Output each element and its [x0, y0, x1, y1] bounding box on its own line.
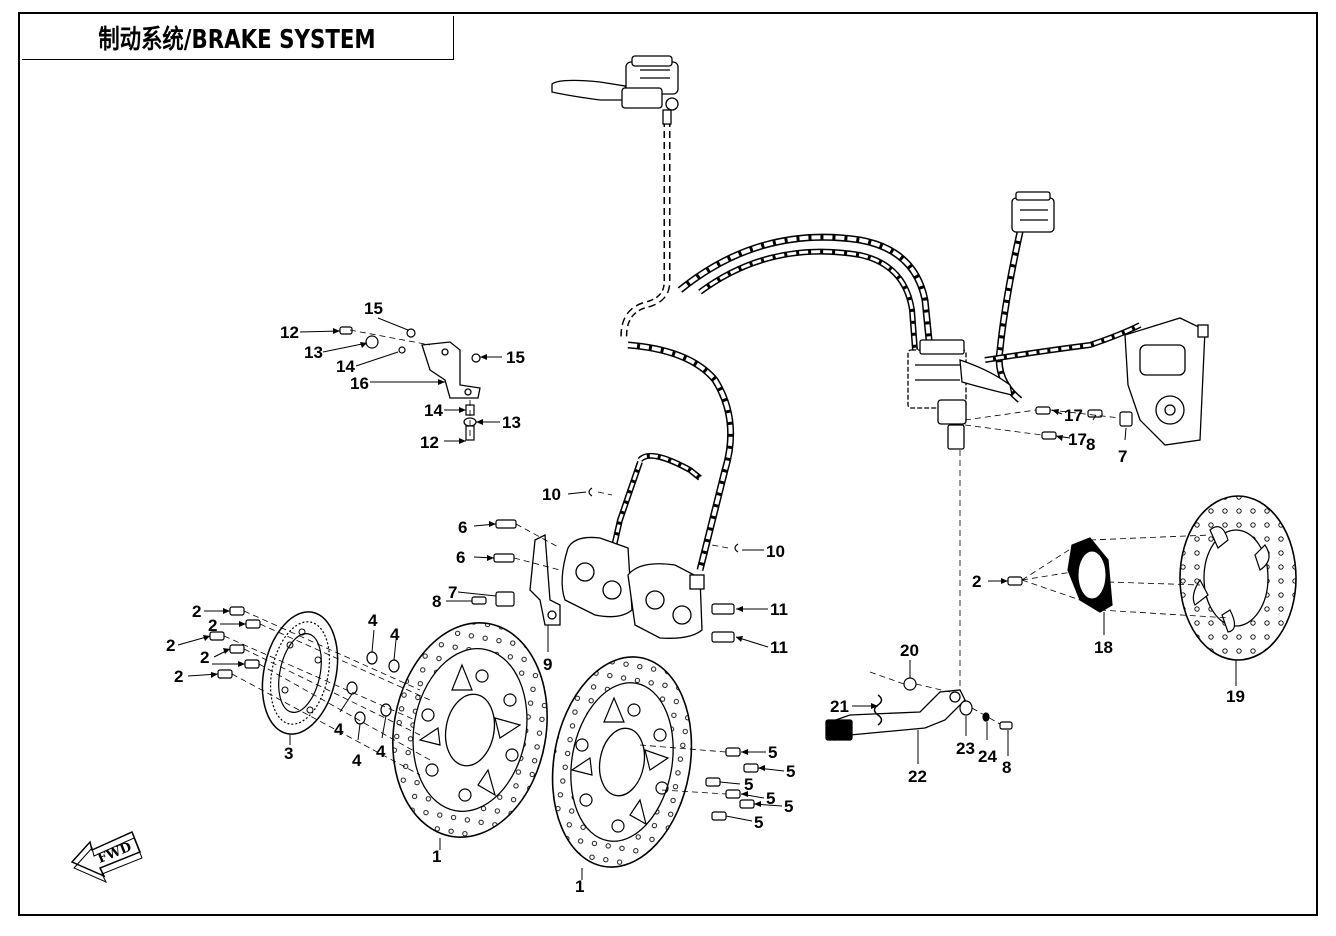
- callout-5: 5: [786, 762, 795, 781]
- callout-2: 2: [192, 602, 201, 621]
- callout-4: 4: [334, 720, 344, 739]
- callout-24: 24: [978, 747, 997, 766]
- rear-disc-carrier: [1067, 537, 1113, 613]
- callout-23: 23: [956, 739, 975, 758]
- callout-15: 15: [364, 299, 383, 318]
- leader-lines: [177, 317, 1237, 880]
- callout-2: 2: [174, 667, 183, 686]
- callout-5: 5: [784, 797, 793, 816]
- callout-12: 12: [420, 433, 439, 452]
- callout-6: 6: [456, 548, 465, 567]
- callout-20: 20: [900, 641, 919, 660]
- return-spring: [873, 694, 883, 726]
- abs-tone-ring: [261, 611, 339, 735]
- callout-11: 11: [770, 600, 788, 619]
- front-brake-disc-left: [392, 622, 548, 838]
- mounting-bracket: [421, 341, 481, 399]
- callout-12: 12: [280, 323, 299, 342]
- callout-19: 19: [1226, 687, 1245, 706]
- front-brake-disc-right: [551, 656, 693, 868]
- callout-4: 4: [376, 742, 386, 761]
- callout-21: 21: [830, 697, 849, 716]
- rear-caliper: [1124, 317, 1209, 446]
- rear-brake-disc: [1179, 495, 1297, 661]
- callout-2: 2: [208, 616, 217, 635]
- abs-modulator: [907, 339, 1013, 450]
- callout-2: 2: [166, 636, 175, 655]
- callout-11: 11: [770, 638, 788, 657]
- callout-5: 5: [768, 743, 777, 762]
- callout-14: 14: [336, 357, 355, 376]
- brake-pedal: [825, 689, 966, 741]
- callout-2: 2: [200, 648, 209, 667]
- callout-10: 10: [542, 485, 561, 504]
- forward-direction-arrow: FWD: [70, 830, 143, 884]
- callout-8: 8: [432, 592, 441, 611]
- callout-2: 2: [972, 572, 981, 591]
- callout-15: 15: [506, 348, 525, 367]
- callout-14: 14: [424, 401, 443, 420]
- callout-10: 10: [766, 542, 785, 561]
- callout-5: 5: [744, 775, 753, 794]
- callout-4: 4: [390, 625, 400, 644]
- callout-17: 17: [1068, 430, 1087, 449]
- callout-18: 18: [1094, 638, 1113, 657]
- callout-5: 5: [766, 789, 775, 808]
- front-calipers: [561, 536, 705, 639]
- assembly-lines: [223, 329, 1231, 795]
- callout-7: 7: [1118, 447, 1127, 466]
- callout-9: 9: [543, 655, 552, 674]
- rear-reservoir: [1011, 191, 1055, 233]
- callout-1: 1: [432, 847, 441, 866]
- callout-5: 5: [754, 813, 763, 832]
- callout-4: 4: [352, 751, 362, 770]
- callout-6: 6: [458, 518, 467, 537]
- leader-arrowheads: [203, 328, 1063, 807]
- callout-4: 4: [368, 611, 378, 630]
- callout-8: 8: [1086, 435, 1095, 454]
- diagram-frame: [18, 12, 1318, 916]
- callout-13: 13: [304, 343, 323, 362]
- callout-13: 13: [502, 413, 521, 432]
- caliper-bracket: [529, 533, 561, 626]
- callout-8: 8: [1002, 758, 1011, 777]
- callout-22: 22: [908, 767, 927, 786]
- callout-labels: 1 1 2 2 2 2 2 2 3 4 4 4 4 4 5 5 5 5 5 5 …: [166, 299, 1245, 896]
- callout-17: 17: [1064, 406, 1083, 425]
- callout-1: 1: [575, 877, 584, 896]
- callout-7: 7: [448, 583, 457, 602]
- callout-3: 3: [284, 744, 293, 763]
- page-title: 制动系统/BRAKE SYSTEM: [98, 25, 377, 55]
- callout-16: 16: [350, 374, 369, 393]
- brake-hoses: [609, 120, 1142, 571]
- front-master-cylinder: [551, 55, 679, 125]
- title-box: 制动系统/BRAKE SYSTEM: [22, 16, 454, 60]
